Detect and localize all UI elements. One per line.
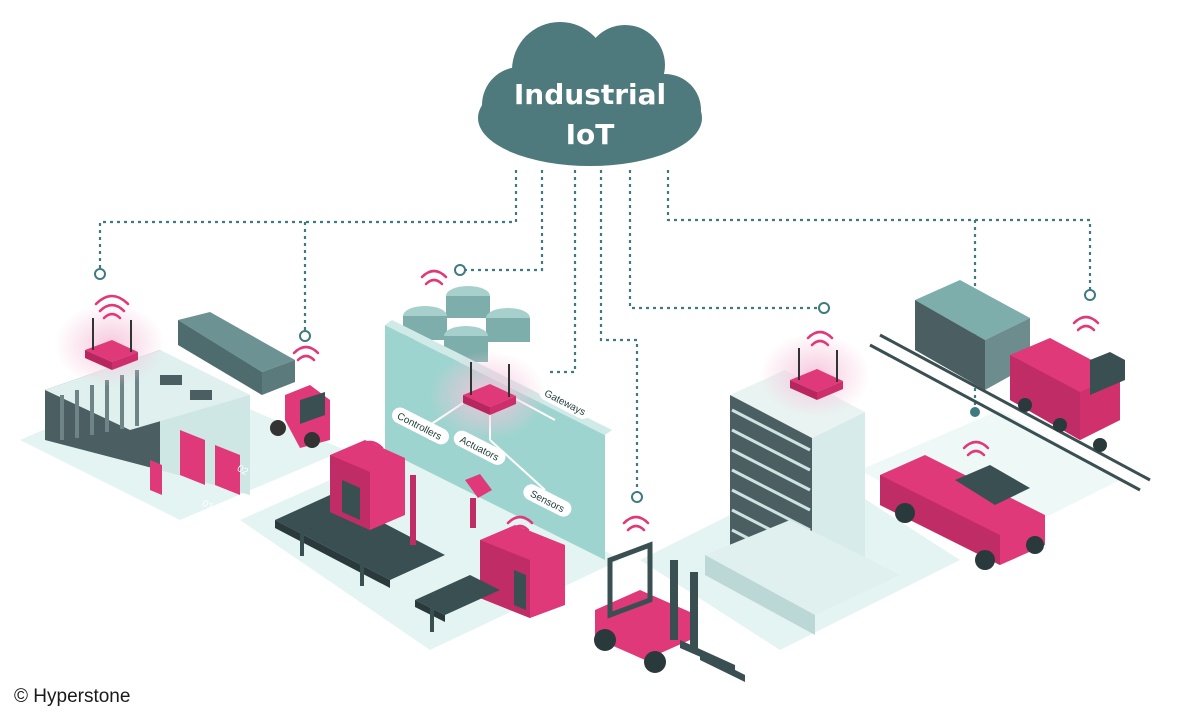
wifi-icon	[966, 449, 986, 457]
truck	[178, 312, 330, 448]
wifi-icon	[424, 278, 444, 286]
cloud: Industrial IoT	[478, 22, 702, 166]
wifi-icon	[296, 354, 316, 362]
warehouse: 01 02	[45, 350, 250, 513]
freight-train	[869, 280, 1151, 492]
conveyor-line	[275, 440, 565, 632]
wifi-icon	[510, 524, 530, 532]
gateway-router-factory	[420, 269, 546, 439]
gate-label-02: 02	[235, 463, 251, 478]
gate-label-01: 01	[200, 498, 216, 513]
copyright-text: © Hyperstone	[14, 686, 131, 707]
cloud-title-line1: Industrial	[514, 78, 666, 111]
cloud-title-line2: IoT	[566, 118, 615, 151]
network-connections	[94, 170, 1096, 503]
gateway-router-building	[760, 330, 870, 417]
wifi-icon	[626, 524, 646, 532]
gateway-router-warehouse	[55, 294, 165, 387]
wifi-icon	[810, 339, 830, 347]
office-building	[705, 370, 900, 635]
wifi-icon	[1076, 324, 1096, 332]
pickup-truck	[880, 440, 1045, 570]
wifi-icon	[360, 449, 380, 457]
wifi-icon	[102, 312, 122, 320]
forklift	[594, 515, 745, 682]
